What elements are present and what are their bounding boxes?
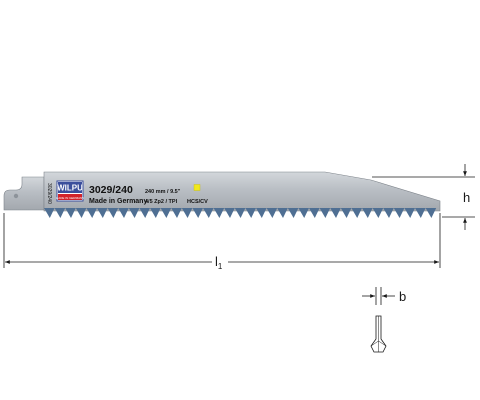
blade-tooth xyxy=(171,208,182,218)
thickness-dimension: b xyxy=(362,287,406,353)
blade-tooth xyxy=(415,208,426,218)
height-label: h xyxy=(463,190,470,205)
brand-logo: WILPU MADE IN GERMANY xyxy=(56,180,85,202)
blade-tooth xyxy=(86,208,97,218)
length-label: l1 xyxy=(215,254,223,271)
blade-tooth xyxy=(298,208,309,218)
blade-tooth xyxy=(287,208,299,218)
length-label-main: l xyxy=(215,254,218,269)
shank-hole xyxy=(13,193,19,199)
blade-tooth xyxy=(404,208,415,218)
material-marker xyxy=(193,184,201,191)
blade-tooth xyxy=(54,208,66,218)
length-label-sub: 1 xyxy=(218,262,223,271)
blade-tooth xyxy=(362,208,373,218)
length-spec: 240 mm / 9.5" xyxy=(145,189,181,195)
blade-tooth xyxy=(192,208,203,218)
logo-wordmark: WILPU xyxy=(57,184,83,193)
blade-tooth xyxy=(425,208,437,218)
blade-tooth xyxy=(277,208,288,218)
blade-tooth xyxy=(224,208,235,218)
blade-tooth xyxy=(97,208,108,218)
blade-tooth xyxy=(65,208,76,218)
blade-tooth xyxy=(330,208,341,218)
blade-tooth xyxy=(340,208,352,218)
blade-tooth xyxy=(256,208,267,218)
blade-tooth xyxy=(245,208,256,218)
article-number: 3029/240 xyxy=(89,184,133,196)
blade-tooth xyxy=(234,208,246,218)
blade-tooth xyxy=(181,208,193,218)
thickness-label: b xyxy=(399,289,406,304)
saw-blade xyxy=(3,171,441,218)
blade-tooth xyxy=(118,208,129,218)
height-dimension: h xyxy=(372,164,475,230)
length-dimension: l1 xyxy=(3,213,441,271)
logo-bottom xyxy=(58,194,82,200)
blade-tooth xyxy=(351,208,362,218)
blade-tooth xyxy=(393,208,405,218)
blade-tooth xyxy=(160,208,172,218)
cross-section-tooth-left xyxy=(370,340,379,347)
cross-section-tooth-right xyxy=(378,340,387,347)
blade-tooth xyxy=(150,208,161,218)
blade-tooth xyxy=(309,208,320,218)
blade-tooth xyxy=(383,208,394,218)
blade-tooth xyxy=(128,208,140,218)
blade-teeth xyxy=(44,208,437,218)
blade-tooth xyxy=(213,208,225,218)
blade-tooth xyxy=(139,208,150,218)
blade-tooth xyxy=(372,208,384,218)
material-label: HCS/CV xyxy=(187,199,208,205)
blade-tooth xyxy=(319,208,331,218)
made-in-label: Made in Germany xyxy=(89,198,147,205)
logo-subtext: MADE IN GERMANY xyxy=(56,196,85,200)
blade-tooth xyxy=(203,208,214,218)
blade-shank xyxy=(3,176,45,211)
blade-body xyxy=(43,171,441,212)
tooth-spec: 4/5 Zp2 / TPI xyxy=(145,199,178,205)
side-stamp: 3029/240 xyxy=(46,183,52,204)
logo-top xyxy=(58,182,82,193)
blade-tooth xyxy=(75,208,87,218)
blade-tooth xyxy=(107,208,119,218)
blade-tooth xyxy=(44,208,55,218)
blade-tooth xyxy=(266,208,278,218)
